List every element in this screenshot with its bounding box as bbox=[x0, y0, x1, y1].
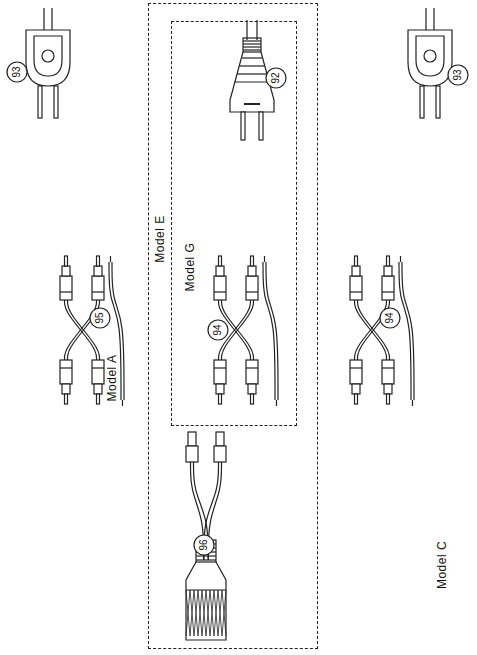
callout-number: 93 bbox=[453, 69, 463, 80]
model-label: Model C bbox=[436, 541, 448, 589]
power-plug bbox=[26, 8, 70, 118]
callout-number: 93 bbox=[12, 66, 22, 77]
callout-number: 96 bbox=[199, 539, 209, 550]
stereo-cable bbox=[350, 256, 414, 406]
model-label: Model E bbox=[154, 215, 166, 263]
model-label: Model G bbox=[184, 243, 196, 292]
power-plug bbox=[408, 8, 452, 118]
callout-number: 92 bbox=[271, 72, 281, 83]
callout-number: 95 bbox=[95, 312, 105, 323]
callout-number: 94 bbox=[385, 312, 395, 323]
model-label: Model A bbox=[106, 355, 118, 402]
callout-number: 94 bbox=[213, 324, 223, 335]
callout-circles bbox=[7, 62, 468, 555]
stereo-cable bbox=[60, 256, 124, 406]
dashed-model-group: Model E Model G bbox=[148, 3, 318, 649]
din-cable bbox=[186, 432, 226, 640]
